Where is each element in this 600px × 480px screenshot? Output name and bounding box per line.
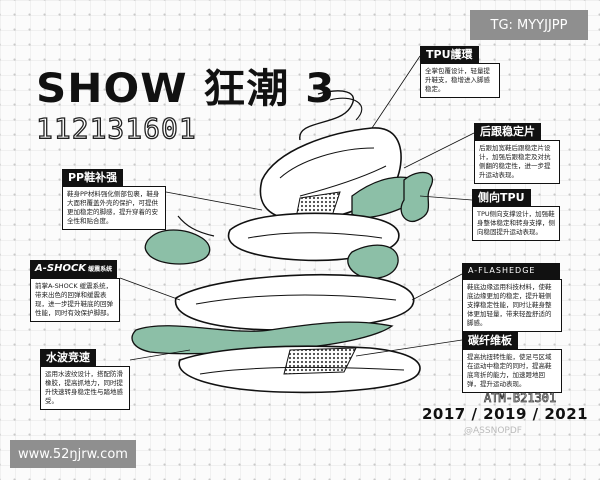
green-wave-right	[347, 244, 399, 279]
callout-title: 碳纤维板	[462, 332, 518, 349]
callout-body: 后跟加宽鞋后跟稳定片设计，加强后跟稳定及对抗侧翻的稳定性，进一步提升运动表现。	[474, 140, 560, 184]
watermark-bottom: www.52ŋjrw.com	[10, 440, 136, 468]
sock-layer	[227, 212, 400, 262]
swoosh-top-2	[329, 97, 363, 121]
callout-body: 鞋底边缘运用科技材料，使鞋底边缘更加的稳定，提升鞋侧支撑稳定性能，同时让鞋身整体…	[462, 279, 562, 332]
watermark-top: TG: MYYJJPP	[470, 10, 588, 40]
callout-water-ripple: 水波竞速 运用水波纹设计，搭配防滑橡胶，提高抓地力，同时提升快速转身稳定性与踏地…	[40, 346, 130, 410]
callout-carbon-plate: 碳纤维板 提高抗扭转性能，使足弓区域在运动中稳定的同时，提高鞋底弯折的能力，加速…	[462, 329, 562, 393]
callout-rear-stability: 后跟稳定片 后跟加宽鞋后跟稳定片设计，加强后跟稳定及对抗侧翻的稳定性，进一步提升…	[474, 120, 560, 184]
callout-body: 全掌包覆设计，轻量提升鞋支，稳增进入脚感稳定。	[420, 63, 500, 98]
callout-title: 水波竞速	[40, 349, 96, 366]
release-years: 2017 / 2019 / 2021	[422, 405, 589, 423]
callout-title: 侧向TPU	[472, 189, 531, 206]
swoosh-top	[299, 90, 355, 141]
callout-body: 鞋身PP材料强化侧部包裹，鞋身大面积覆盖外壳的保护，可提供更加稳定的脚感，提升穿…	[62, 186, 166, 230]
callout-title: 后跟稳定片	[474, 123, 541, 140]
callout-title: PP鞋补强	[62, 169, 124, 186]
callout-pp-sock: PP鞋补强 鞋身PP材料强化侧部包裹，鞋身大面积覆盖外壳的保护，可提供更加稳定的…	[62, 166, 166, 230]
callout-aflashedge: A-FLASHEDGE 鞋底边缘运用科技材料，使鞋底边缘更加的稳定，提升鞋侧支撑…	[462, 258, 562, 332]
midsole-layer	[174, 274, 415, 331]
callout-title: A-FLASHEDGE	[462, 263, 560, 279]
callout-title: TPU護環	[420, 46, 479, 63]
callout-body: 提高抗扭转性能，使足弓区域在运动中稳定的同时，提高鞋底弯折的能力，加速蹬地回弹，…	[462, 349, 562, 393]
credit-watermark: @ASSNOPDF	[464, 426, 522, 436]
green-outsole-wave	[131, 321, 394, 355]
page-title: SHOW 狂潮 3	[36, 66, 336, 112]
green-heel-clip	[400, 171, 433, 223]
callout-body: 运用水波纹设计，搭配防滑橡胶，提高抓地力，同时提升快速转身稳定性与踏地感受。	[40, 366, 130, 410]
leader-lines	[119, 55, 475, 361]
mesh-patch-outsole	[283, 347, 357, 375]
green-toe-piece	[144, 229, 211, 265]
callout-side-tpu: 侧向TPU TPU侧向支撑设计，加强鞋身整体稳定和转身支撑，侧向稳固提升运动表现…	[472, 186, 560, 241]
atm-code: ATM-B21301	[484, 391, 557, 406]
product-code: 112131601	[35, 111, 197, 145]
callout-body: TPU侧向支撑设计，加强鞋身整体稳定和转身支撑，侧向稳固提升运动表现。	[472, 206, 560, 241]
callout-tpu-heel: TPU護環 全掌包覆设计，轻量提升鞋支，稳增进入脚感稳定。	[420, 43, 500, 98]
callout-body: 前掌A-SHOCK 缓震系统，带来出色的回弹和缓震表现，进一步提升鞋底的回弹性能…	[30, 278, 120, 322]
